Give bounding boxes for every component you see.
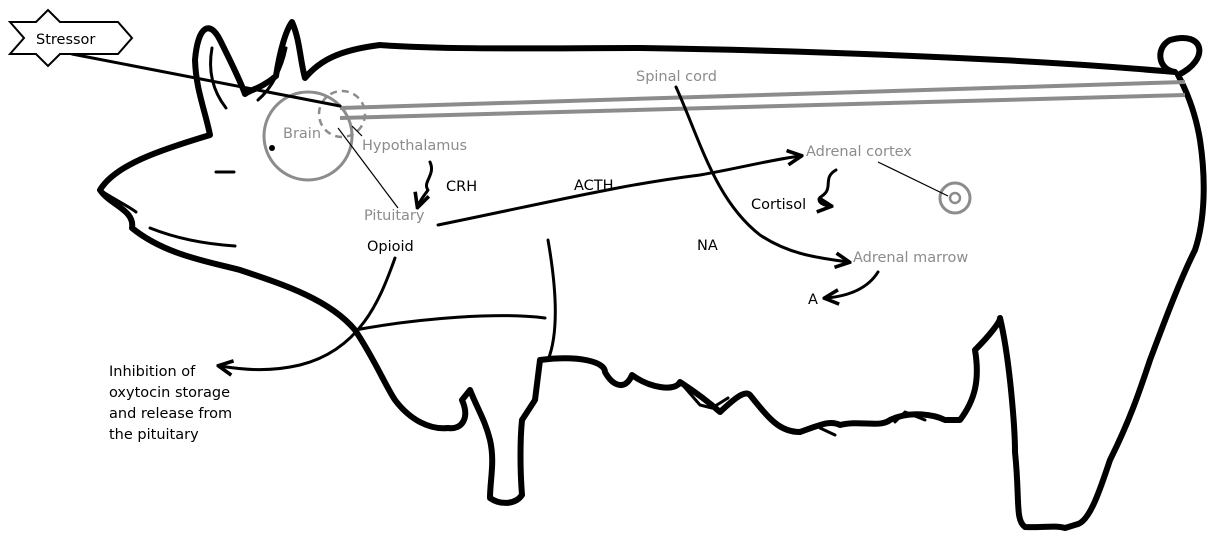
adrenal-cortex-label: Adrenal cortex — [806, 144, 912, 160]
adrenal-marrow-label: Adrenal marrow — [853, 250, 968, 266]
stressor-label: Stressor — [36, 32, 95, 48]
note-line-3: and release from — [109, 406, 233, 422]
crh-arrow — [418, 160, 433, 206]
hypothalamus-label: Hypothalamus — [362, 138, 467, 154]
adrenal-gland-inner — [948, 191, 962, 205]
pituitary-pointer — [337, 127, 399, 209]
cortisol-label: Cortisol — [751, 197, 806, 213]
spinal-cord-2 — [339, 93, 1186, 120]
spinal-cord-label: Spinal cord — [636, 69, 717, 85]
spinal-cord — [339, 80, 1186, 110]
note-line-2: oxytocin storage — [109, 385, 231, 401]
mouth-line — [148, 226, 237, 248]
na-arrow — [674, 85, 848, 262]
pituitary-label: Pituitary — [364, 208, 425, 224]
front-leg-line — [546, 238, 557, 362]
opioid-arrow — [220, 256, 397, 370]
crh-label: CRH — [446, 179, 477, 195]
na-label: NA — [697, 238, 718, 254]
acth-arrow — [436, 156, 800, 227]
inhibition-note: Inhibition of oxytocin storage and relea… — [109, 362, 269, 446]
snout-line — [98, 188, 138, 214]
stressor-star-icon — [7, 8, 134, 68]
note-line-4: the pituitary — [109, 427, 199, 443]
acth-label: ACTH — [574, 178, 614, 194]
a-arrow — [826, 270, 880, 298]
eye-icon — [269, 145, 275, 151]
adrenal-gland-outer — [938, 181, 972, 215]
adrenal-cortex-pointer — [877, 161, 949, 197]
ear-inner-left — [209, 46, 228, 110]
hypothalamus-pointer — [351, 125, 363, 137]
teats-line — [678, 380, 927, 437]
brain-label: Brain — [283, 126, 321, 142]
ear-inner-right — [256, 46, 288, 102]
belly-line — [353, 314, 547, 332]
a-label: A — [808, 292, 818, 308]
hypothalamus-circle — [317, 89, 367, 139]
stressor-line — [70, 52, 342, 108]
note-line-1: Inhibition of — [109, 364, 196, 380]
opioid-label: Opioid — [367, 239, 414, 255]
pig-outline — [97, 19, 1207, 531]
cortisol-arrow — [819, 168, 838, 206]
